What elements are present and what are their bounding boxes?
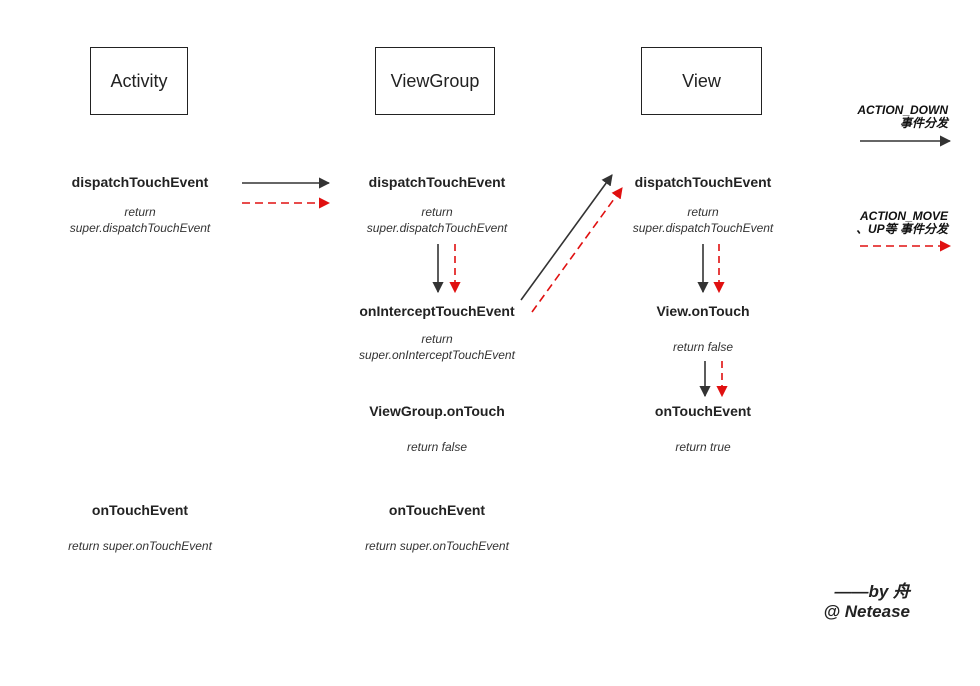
activity-title: Activity: [110, 70, 168, 91]
legend-action-move-line2: 、UP等 事件分发: [855, 222, 948, 236]
view-box: View: [641, 47, 762, 115]
viewgroup-dispatch-return: return super.dispatchTouchEvent: [367, 204, 508, 236]
arrow-move-intercept-to-view: [531, 187, 623, 313]
view-on-touch-event: onTouchEvent: [654, 403, 752, 419]
viewgroup-title: ViewGroup: [390, 70, 480, 91]
legend-action-down-line1: ACTION_DOWN: [857, 103, 948, 117]
activity-dispatch-return: return super.dispatchTouchEvent: [70, 204, 211, 236]
viewgroup-intercept-return-line1: return: [421, 332, 453, 346]
viewgroup-intercept-return-line2: super.onInterceptTouchEvent: [359, 348, 515, 362]
activity-on-touch-event: onTouchEvent: [91, 502, 189, 518]
credit-netease-line: @ Netease: [823, 602, 910, 621]
activity-dispatch-return-line2: super.dispatchTouchEvent: [69, 221, 211, 235]
viewgroup-on-touch-event-return: return super.onTouchEvent: [365, 539, 509, 553]
legend-action-down-label: ACTION_DOWN 事件分发: [857, 104, 948, 130]
activity-on-touch-event-return: return super.onTouchEvent: [68, 539, 212, 553]
credit-by-line: ——by 舟: [834, 582, 910, 601]
arrow-down-intercept-to-view: [520, 174, 613, 301]
viewgroup-dispatch-return-line1: return: [421, 205, 453, 219]
legend-action-move-line1: ACTION_MOVE: [859, 209, 948, 223]
viewgroup-on-touch-event: onTouchEvent: [388, 502, 486, 518]
viewgroup-on-touch: ViewGroup.onTouch: [369, 403, 505, 419]
view-dispatch-touch-event: dispatchTouchEvent: [634, 174, 772, 190]
legend-action-down-line2: 事件分发: [899, 116, 948, 130]
viewgroup-intercept-return: return super.onInterceptTouchEvent: [359, 331, 515, 363]
activity-box: Activity: [90, 47, 188, 115]
view-title: View: [682, 70, 721, 91]
viewgroup-on-touch-return: return false: [406, 440, 468, 454]
view-dispatch-return: return super.dispatchTouchEvent: [633, 204, 774, 236]
viewgroup-on-intercept-touch-event: onInterceptTouchEvent: [359, 303, 515, 319]
view-on-touch-return: return false: [672, 340, 734, 354]
view-on-touch-event-return: return true: [675, 440, 731, 454]
viewgroup-dispatch-return-line2: super.dispatchTouchEvent: [366, 221, 508, 235]
view-dispatch-return-line1: return: [687, 205, 719, 219]
view-on-touch: View.onTouch: [656, 303, 750, 319]
credit: ——by 舟 @ Netease: [823, 582, 910, 622]
legend-action-move-label: ACTION_MOVE 、UP等 事件分发: [856, 210, 948, 236]
activity-dispatch-return-line1: return: [124, 205, 156, 219]
viewgroup-box: ViewGroup: [375, 47, 495, 115]
activity-dispatch-touch-event: dispatchTouchEvent: [71, 174, 209, 190]
view-dispatch-return-line2: super.dispatchTouchEvent: [632, 221, 774, 235]
viewgroup-dispatch-touch-event: dispatchTouchEvent: [368, 174, 506, 190]
